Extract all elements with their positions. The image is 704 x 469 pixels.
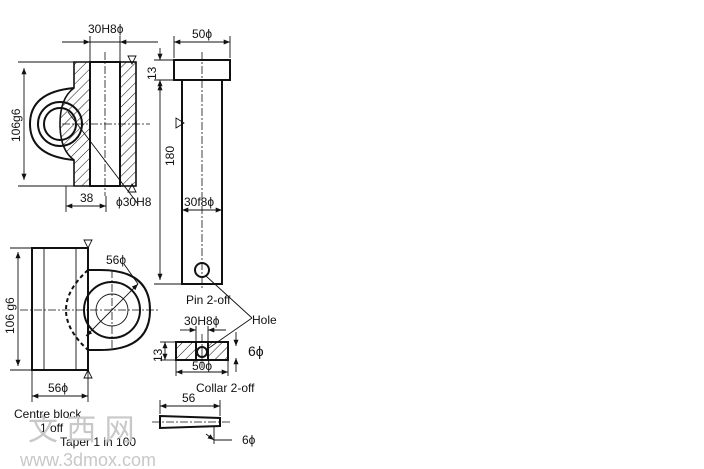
dim-50-collar: 50ϕ [192, 359, 212, 373]
watermark-chinese: 文 西 网 [28, 414, 135, 447]
pin-view: 50ϕ 13 180 30f8ϕ Pin 2-off [145, 27, 231, 307]
dim-30f8: 30f8ϕ [184, 195, 214, 209]
dim-30h8-bottom: ϕ30H8 [116, 195, 152, 209]
dim-56-circle: 56ϕ [106, 253, 126, 267]
taper-caption: Taper 1 in 100 [60, 435, 136, 449]
dim-180: 180 [163, 146, 177, 166]
pin-caption: Pin 2-off [186, 293, 231, 307]
block-caption-1: Centre block [14, 407, 82, 421]
dim-6-taper: 6ϕ [242, 433, 256, 447]
dim-56-front: 56ϕ [48, 381, 68, 395]
collar-caption: Collar 2-off [196, 381, 255, 395]
hole-label: Hole [252, 313, 277, 327]
dim-13-collar: 13 [151, 348, 165, 362]
collar-view: 30H8ϕ 13 6ϕ 50ϕ Collar 2-off [151, 314, 264, 395]
dim-50-pin: 50ϕ [192, 27, 212, 41]
dim-13-pin: 13 [145, 66, 159, 80]
watermark: 文 西 网 www.3dmox.com [19, 414, 156, 469]
dim-106g6-front: 106 g6 [3, 297, 17, 334]
dim-30h8-top: 30H8ϕ [88, 22, 124, 36]
dim-56-taper: 56 [182, 391, 196, 405]
dim-106g6-top: 106g6 [9, 108, 23, 142]
taper-pin-view: 56 6ϕ Taper 1 in 100 [60, 391, 256, 449]
centre-block-section-view: 30H8ϕ 106g6 38 ϕ30H8 [9, 22, 158, 212]
watermark-url: www.3dmox.com [19, 450, 156, 469]
centre-block-front-view: 56ϕ 106 g6 56ϕ Centre block 1 off [3, 239, 160, 435]
hole-leader: Hole [205, 275, 277, 351]
dim-6-collar: 6ϕ [248, 343, 264, 359]
block-caption-2: 1 off [40, 421, 64, 435]
dim-38: 38 [80, 191, 94, 205]
dim-30h8-collar: 30H8ϕ [184, 314, 220, 328]
